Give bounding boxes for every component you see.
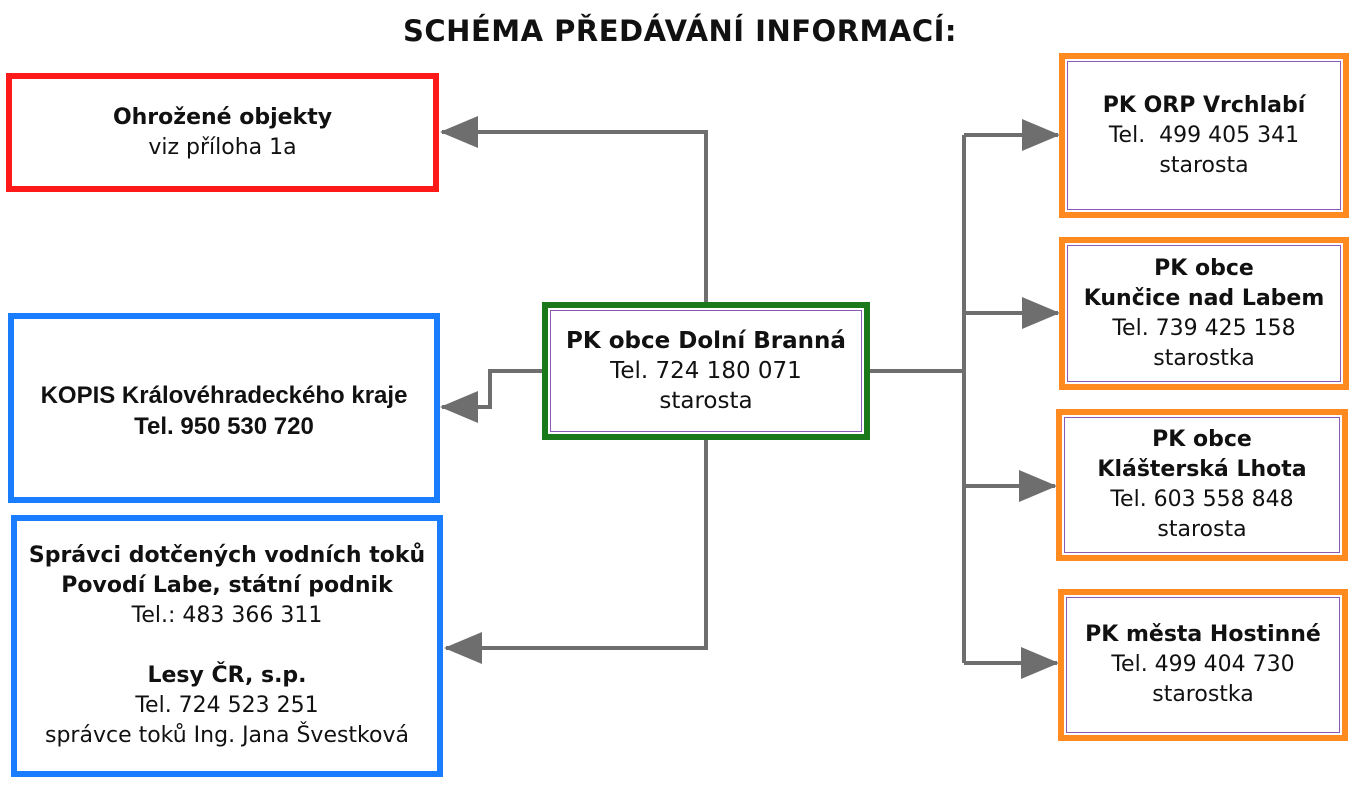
kopis-phone: Tel. 950 530 720 [134,413,314,440]
center-role: starosta [659,388,753,414]
klasterska-role: starosta [1157,517,1247,542]
klasterska-name-line2: Klášterská Lhota [1097,457,1307,482]
diagram-title: SCHÉMA PŘEDÁVÁNÍ INFORMACÍ: [403,14,957,48]
kopis-name: KOPIS Královéhradeckého kraje [40,382,408,409]
box-klasterska-lhota: PK obce Klášterská Lhota Tel. 603 558 84… [1056,409,1348,561]
box-center-dolni-branna: PK obce Dolní Branná Tel. 724 180 071 st… [542,302,870,440]
hostinne-name: PK města Hostinné [1085,622,1321,647]
vrchlabi-phone: Tel. 499 405 341 [1108,122,1300,148]
rivers-org2-phone: Tel. 724 523 251 [135,693,319,718]
connector-to-rivers [444,440,708,664]
box-river-managers: Správci dotčených vodních toků Povodí La… [11,515,443,777]
kuncice-name-line2: Kunčice nad Labem [1083,285,1325,311]
threatened-name: Ohrožené objekty [112,104,333,130]
klasterska-name-line1: PK obce [1152,427,1252,452]
klasterska-phone: Tel. 603 558 848 [1110,487,1294,512]
box-threatened-objects: Ohrožené objekty viz příloha 1a [6,73,439,192]
hostinne-role: starostka [1152,682,1254,707]
rivers-org2-contact: správce toků Ing. Jana Švestková [45,723,409,748]
box-kuncice-nad-labem: PK obce Kunčice nad Labem Tel. 739 425 1… [1059,237,1349,390]
rivers-org1: Povodí Labe, státní podnik [61,573,393,598]
vrchlabi-role: starosta [1159,152,1249,178]
box-kopis: KOPIS Královéhradeckého kraje Tel. 950 5… [8,313,440,503]
rivers-org2: Lesy ČR, s.p. [147,663,307,688]
connector-to-threatened [440,116,708,302]
threatened-note: viz příloha 1a [148,134,297,160]
hostinne-phone: Tel. 499 404 730 [1111,652,1295,677]
kuncice-name-line1: PK obce [1154,255,1254,281]
box-hostinne: PK města Hostinné Tel. 499 404 730 staro… [1058,589,1348,741]
rivers-org1-phone: Tel.: 483 366 311 [131,603,323,628]
connector-to-kopis [440,369,542,423]
center-phone: Tel. 724 180 071 [610,358,802,384]
kuncice-role: starostka [1153,345,1255,371]
center-name: PK obce Dolní Branná [566,328,846,354]
box-orp-vrchlabi: PK ORP Vrchlabí Tel. 499 405 341 starost… [1059,53,1349,218]
rivers-heading: Správci dotčených vodních toků [28,543,426,568]
kuncice-phone: Tel. 739 425 158 [1112,315,1296,341]
vrchlabi-name: PK ORP Vrchlabí [1102,92,1306,118]
